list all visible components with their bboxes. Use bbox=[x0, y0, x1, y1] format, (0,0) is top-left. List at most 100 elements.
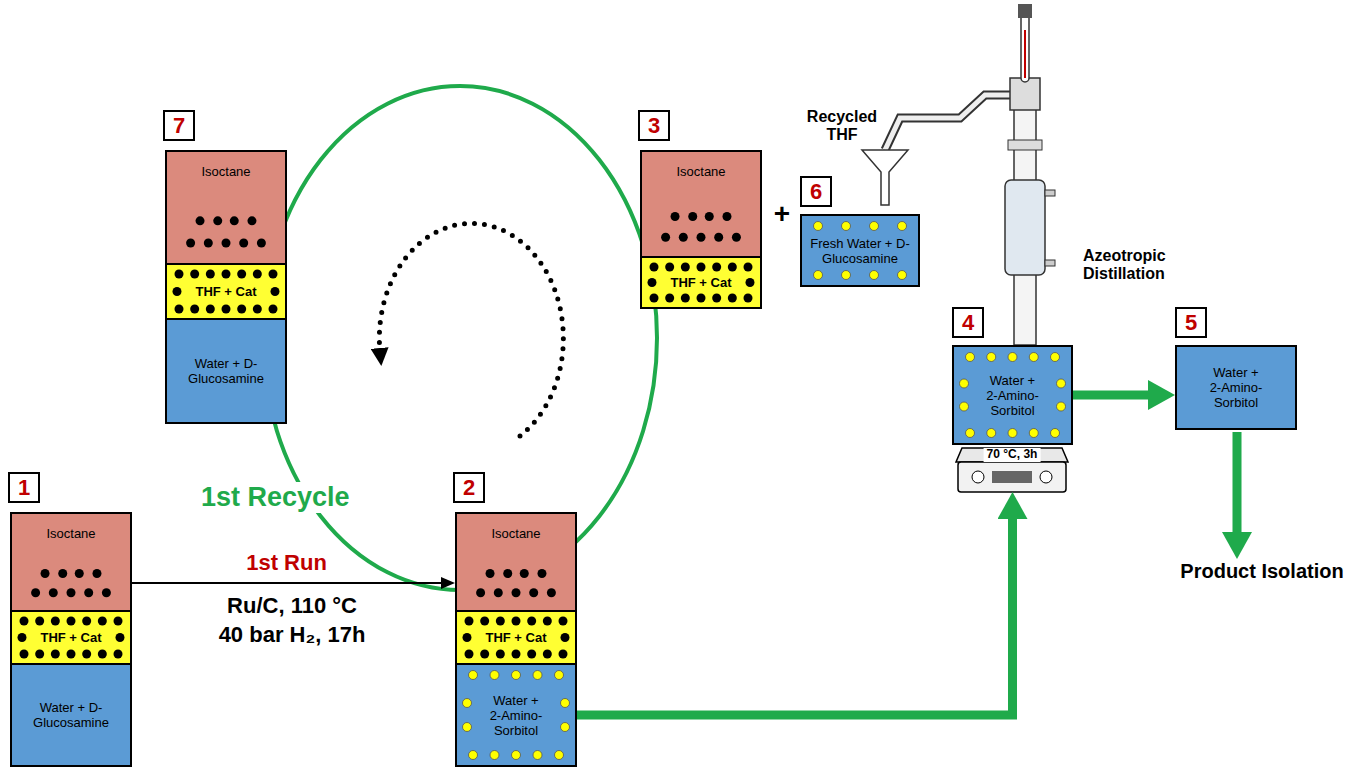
particle bbox=[476, 588, 485, 597]
particle bbox=[269, 305, 278, 314]
annotation-label: Ru/C, 110 °C bbox=[227, 593, 357, 618]
annotation-label: 1st Recycle bbox=[198, 482, 353, 513]
flow-arrow bbox=[132, 582, 441, 584]
particle bbox=[31, 588, 40, 597]
particle bbox=[494, 588, 503, 597]
particle bbox=[555, 671, 564, 680]
layer-label: Isoctane bbox=[676, 164, 725, 179]
particle bbox=[679, 233, 688, 242]
particle bbox=[204, 239, 213, 248]
particle bbox=[543, 650, 552, 659]
particle bbox=[728, 294, 737, 303]
particle bbox=[512, 671, 521, 680]
particle bbox=[269, 270, 278, 279]
particle bbox=[257, 239, 266, 248]
callout-number: 7 bbox=[163, 110, 195, 141]
particle bbox=[746, 278, 755, 287]
particle bbox=[253, 270, 262, 279]
particle bbox=[561, 699, 570, 708]
particle bbox=[697, 263, 706, 272]
callout-number: 2 bbox=[453, 472, 485, 503]
aqueous-layer: Water + D-Glucosamine bbox=[10, 663, 132, 767]
particle bbox=[67, 617, 76, 626]
particle bbox=[1008, 353, 1017, 362]
particle bbox=[469, 671, 478, 680]
side-arm bbox=[885, 95, 1014, 150]
particle bbox=[98, 650, 107, 659]
particle bbox=[102, 588, 111, 597]
hotplate bbox=[956, 448, 1068, 492]
particle bbox=[237, 270, 246, 279]
layer-label: Water + 2-Amino-Sorbitol bbox=[984, 373, 1042, 418]
cycle-arrow bbox=[379, 223, 563, 436]
particle bbox=[744, 294, 753, 303]
particle bbox=[533, 751, 542, 760]
particle bbox=[1057, 402, 1066, 411]
annotation-label: + bbox=[774, 198, 790, 230]
particle bbox=[271, 287, 280, 296]
particle bbox=[496, 650, 505, 659]
particle bbox=[463, 633, 472, 642]
aqueous-layer: Water + 2-Amino-Sorbitol bbox=[455, 663, 577, 767]
callout-number: 5 bbox=[1175, 307, 1207, 338]
annotation-label: Product Isolation bbox=[1180, 560, 1343, 583]
particle bbox=[114, 617, 123, 626]
particle bbox=[547, 588, 556, 597]
particle bbox=[512, 650, 521, 659]
flow-arrow bbox=[1073, 391, 1148, 400]
layer-label: Water + D-Glucosamine bbox=[21, 700, 121, 730]
particle bbox=[1051, 429, 1060, 438]
particle bbox=[503, 569, 512, 578]
particle bbox=[732, 233, 741, 242]
particle bbox=[58, 569, 67, 578]
particle bbox=[18, 633, 27, 642]
particle bbox=[1029, 429, 1038, 438]
particle bbox=[469, 751, 478, 760]
particle bbox=[230, 216, 239, 225]
particle bbox=[870, 222, 879, 231]
isooctane-layer: Isoctane bbox=[640, 150, 762, 258]
flask-vessel: 7IsoctaneTHF + CatWater + D-Glucosamine bbox=[165, 150, 287, 424]
flow-arrow bbox=[577, 519, 1013, 715]
particle bbox=[98, 617, 107, 626]
layer-label: Isoctane bbox=[46, 526, 95, 541]
callout-number: 3 bbox=[638, 110, 670, 141]
particle bbox=[527, 617, 536, 626]
layer-label: THF + Cat bbox=[40, 630, 101, 645]
particle bbox=[114, 650, 123, 659]
particle bbox=[84, 588, 93, 597]
particle bbox=[533, 671, 542, 680]
particle bbox=[520, 569, 529, 578]
particle bbox=[67, 588, 76, 597]
particle bbox=[222, 239, 231, 248]
particle bbox=[714, 233, 723, 242]
layer-label: Water + 2-Amino-Sorbitol bbox=[1207, 365, 1265, 410]
adapter bbox=[1010, 78, 1040, 110]
particle bbox=[463, 723, 472, 732]
particle bbox=[75, 569, 84, 578]
distillation-apparatus bbox=[862, 4, 1055, 345]
particle bbox=[561, 723, 570, 732]
condenser bbox=[1005, 180, 1045, 275]
callout-number: 6 bbox=[800, 176, 832, 207]
layer-label: Isoctane bbox=[201, 164, 250, 179]
particle bbox=[722, 212, 731, 221]
particle bbox=[465, 617, 474, 626]
condenser-outlet bbox=[1045, 260, 1055, 266]
flask-vessel: 1IsoctaneTHF + CatWater + D-Glucosamine bbox=[10, 512, 132, 767]
particle bbox=[814, 222, 823, 231]
particle bbox=[712, 263, 721, 272]
particle bbox=[966, 353, 975, 362]
particle bbox=[1029, 353, 1038, 362]
isolation-arrow bbox=[1233, 432, 1242, 532]
particle bbox=[213, 216, 222, 225]
particle bbox=[650, 294, 659, 303]
particle bbox=[512, 617, 521, 626]
particle bbox=[960, 402, 969, 411]
particle bbox=[665, 294, 674, 303]
knob bbox=[1040, 471, 1052, 483]
particle bbox=[1057, 379, 1066, 388]
particle bbox=[190, 270, 199, 279]
particle bbox=[496, 617, 505, 626]
